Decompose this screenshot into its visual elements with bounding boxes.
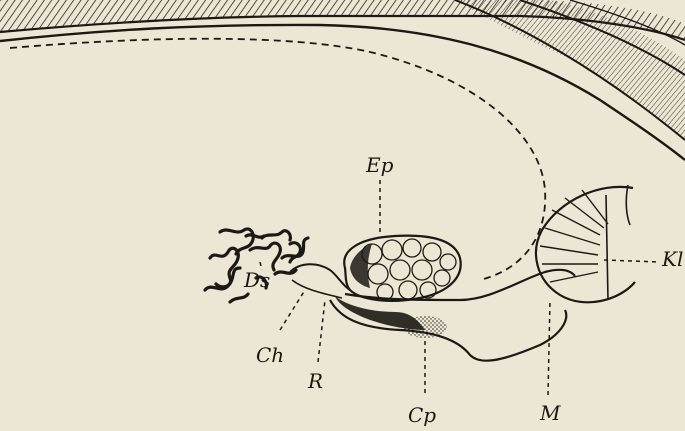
kl-structure bbox=[536, 185, 635, 302]
outer-wall bbox=[0, 0, 685, 160]
label-ds: Ds bbox=[243, 268, 270, 292]
label-r: R bbox=[307, 369, 323, 393]
ep-organ bbox=[344, 236, 460, 301]
label-ep: Ep bbox=[365, 153, 394, 177]
label-cp: Cp bbox=[408, 403, 436, 427]
ch-duct bbox=[290, 264, 350, 290]
label-ch: Ch bbox=[256, 343, 284, 367]
label-kl: Kl bbox=[661, 247, 683, 271]
leader-lines bbox=[260, 180, 660, 395]
label-m: M bbox=[539, 401, 561, 425]
